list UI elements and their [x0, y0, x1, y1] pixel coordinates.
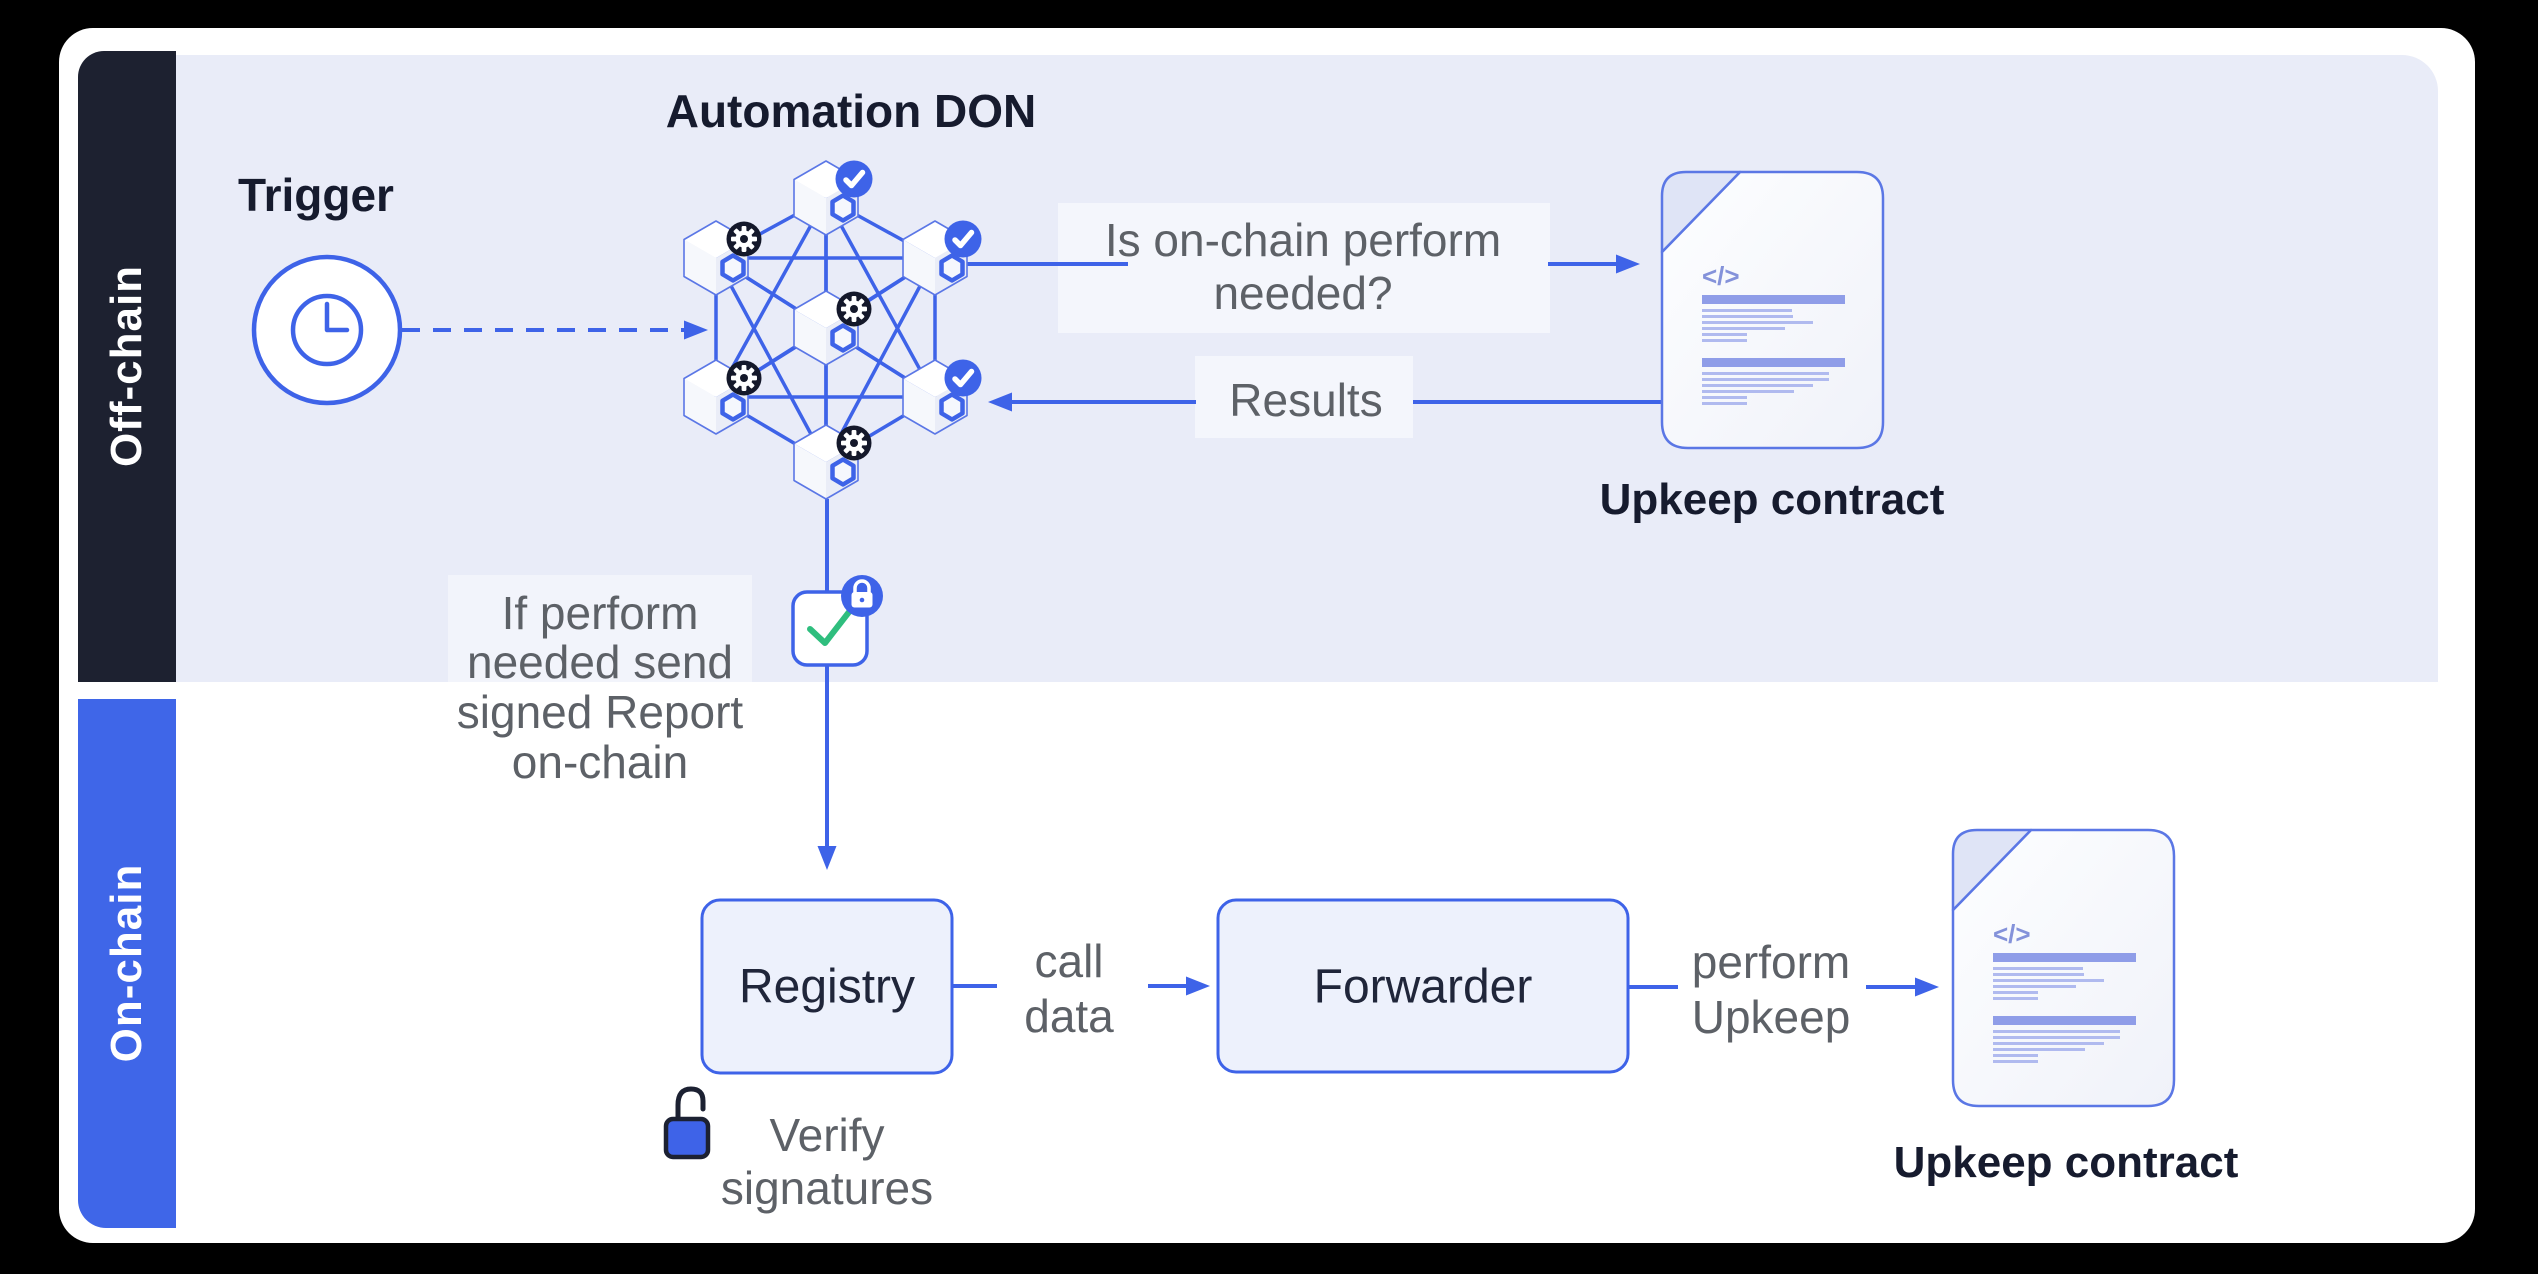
don-node: [683, 359, 762, 435]
gear-badge-icon: [836, 291, 872, 327]
upkeep-contract-icon-bottom: </>: [1951, 828, 2176, 1108]
don-node: [793, 160, 873, 236]
check-icon: [807, 609, 852, 646]
question-line2: needed?: [1213, 267, 1393, 319]
results-label: Results: [1229, 374, 1383, 426]
offchain-label: Off-chain: [102, 264, 151, 468]
chainlink-hexagon-icon: [939, 392, 965, 422]
check-badge-icon: [944, 220, 982, 258]
forwarder-label: Forwarder: [1313, 960, 1533, 1014]
onchain-band: [78, 699, 176, 1228]
don-to-registry-arrow: [817, 499, 837, 870]
chainlink-hexagon-icon: [720, 392, 746, 422]
don-question-connector: [967, 254, 1640, 274]
results-connector: [988, 392, 1663, 412]
results-bg: [1195, 356, 1413, 438]
forwarder-box: [1216, 898, 1630, 1074]
don-node: [902, 359, 982, 435]
don-node: [793, 290, 872, 366]
folded-corner: [1951, 828, 2033, 912]
don-network: [683, 160, 982, 500]
perform-upkeep-line2: Upkeep: [1691, 991, 1851, 1043]
chainlink-hexagon-icon: [830, 457, 856, 487]
report-note-bg: [448, 575, 752, 683]
call-data-line1: call: [1034, 935, 1104, 987]
trigger-label: Trigger: [238, 169, 394, 221]
registry-box: [700, 898, 954, 1075]
chainlink-hexagon-icon: [939, 253, 965, 283]
unlocked-padlock-icon: [663, 1086, 711, 1160]
lock-badge-icon: [841, 575, 883, 617]
registry-label: Registry: [738, 960, 916, 1014]
verify-signatures-line1: Verify: [769, 1109, 885, 1161]
check-badge-icon: [944, 359, 982, 397]
signed-report-icon: [791, 575, 883, 667]
chainlink-hexagon-icon: [830, 193, 856, 223]
don-title: Automation DON: [665, 85, 1037, 137]
upkeep-contract-label-bottom: Upkeep contract: [1893, 1138, 2239, 1187]
code-glyph: </>: [1993, 919, 2031, 949]
verify-signatures-line2: signatures: [720, 1162, 934, 1214]
forwarder-upkeep-arrow: [1629, 977, 1939, 997]
don-node: [683, 220, 762, 296]
call-data-line2: data: [1024, 990, 1114, 1042]
onchain-label: On-chain: [102, 863, 151, 1063]
code-glyph: </>: [1702, 261, 1740, 291]
chainlink-hexagon-icon: [830, 323, 856, 353]
folded-corner: [1660, 170, 1742, 254]
report-note-line1: If perform: [501, 587, 699, 639]
clock-icon: [251, 254, 403, 406]
perform-upkeep-line1: perform: [1691, 936, 1851, 988]
check-badge-icon: [835, 160, 873, 198]
trigger-to-don-arrow: [402, 320, 708, 340]
report-note-line3: signed Report: [456, 686, 744, 738]
don-node: [902, 220, 982, 296]
registry-forwarder-arrow: [952, 976, 1210, 996]
chainlink-hexagon-icon: [720, 253, 746, 283]
gear-badge-icon: [836, 425, 872, 461]
report-note-line4: on-chain: [511, 736, 689, 788]
gear-badge-icon: [726, 360, 762, 396]
gear-badge-icon: [726, 221, 762, 257]
upkeep-contract-label-top: Upkeep contract: [1599, 475, 1945, 524]
question-bg: [1058, 203, 1550, 333]
report-note-line2: needed send: [466, 636, 734, 688]
don-node: [793, 424, 872, 500]
question-line1: Is on-chain perform: [1104, 214, 1502, 266]
upkeep-contract-icon-top: </>: [1660, 170, 1885, 450]
offchain-band: [78, 51, 176, 682]
